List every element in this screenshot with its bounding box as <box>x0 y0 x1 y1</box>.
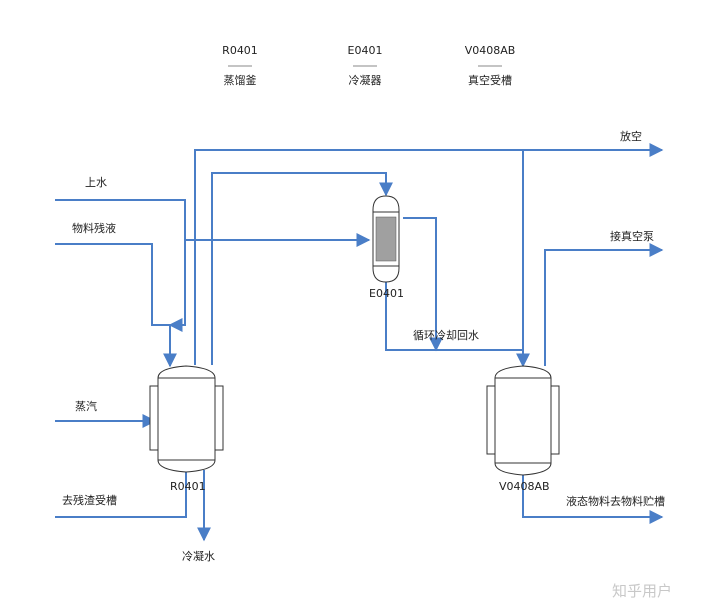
equipment-legend: R0401 蒸馏釜 E0401 冷凝器 V0408AB 真空受槽 <box>222 44 515 87</box>
watermark: 知乎用户 <box>612 582 672 600</box>
reactor-jacket-right <box>214 385 224 451</box>
stream-label-water-in: 上水 <box>85 176 107 189</box>
reactor-label: R0401 <box>170 480 206 493</box>
receiver-jacket-left <box>486 385 496 455</box>
stream-label-condensate: 冷凝水 <box>182 549 215 563</box>
legend-name-reactor: 蒸馏釜 <box>224 73 257 87</box>
vacuum-pump-line <box>544 243 664 366</box>
residue-out-line <box>55 470 187 518</box>
stream-label-liquid-to-storage: 液态物料去物料贮槽 <box>566 494 665 508</box>
vapor-to-condenser-line <box>211 172 393 365</box>
receiver-jacket-right <box>550 385 560 455</box>
stream-label-material-residue: 物料残液 <box>72 221 116 235</box>
receiver-body <box>494 365 552 476</box>
legend-tag-condenser: E0401 <box>348 44 383 57</box>
receiver-label: V0408AB <box>499 480 550 493</box>
reactor-jacket-left <box>149 385 159 451</box>
legend-name-receiver: 真空受槽 <box>468 73 512 87</box>
condenser-vessel <box>372 195 400 283</box>
reactor-vessel <box>149 365 224 473</box>
cooling-return-line <box>403 217 443 352</box>
legend-tag-reactor: R0401 <box>222 44 258 57</box>
pipelines <box>55 143 664 542</box>
material-residue-line <box>55 243 177 368</box>
stream-label-to-residue-tank: 去残渣受槽 <box>62 493 117 507</box>
receiver-vessel <box>486 365 560 476</box>
stream-label-vent: 放空 <box>620 129 642 143</box>
stream-label-cooling-return: 循环冷却回水 <box>413 329 479 342</box>
reactor-body <box>157 365 216 473</box>
condenser-label: E0401 <box>369 287 404 300</box>
liquid-to-storage-line <box>522 475 664 524</box>
water-in-line <box>55 199 186 332</box>
condensate-to-receiver-line <box>385 282 523 351</box>
stream-label-steam: 蒸汽 <box>75 399 97 413</box>
condenser-tube-bundle <box>375 216 397 262</box>
legend-tag-receiver: V0408AB <box>465 44 516 57</box>
vent-line <box>194 143 664 365</box>
stream-label-vacuum-pump: 接真空泵 <box>610 229 654 243</box>
legend-name-condenser: 冷凝器 <box>349 73 382 87</box>
